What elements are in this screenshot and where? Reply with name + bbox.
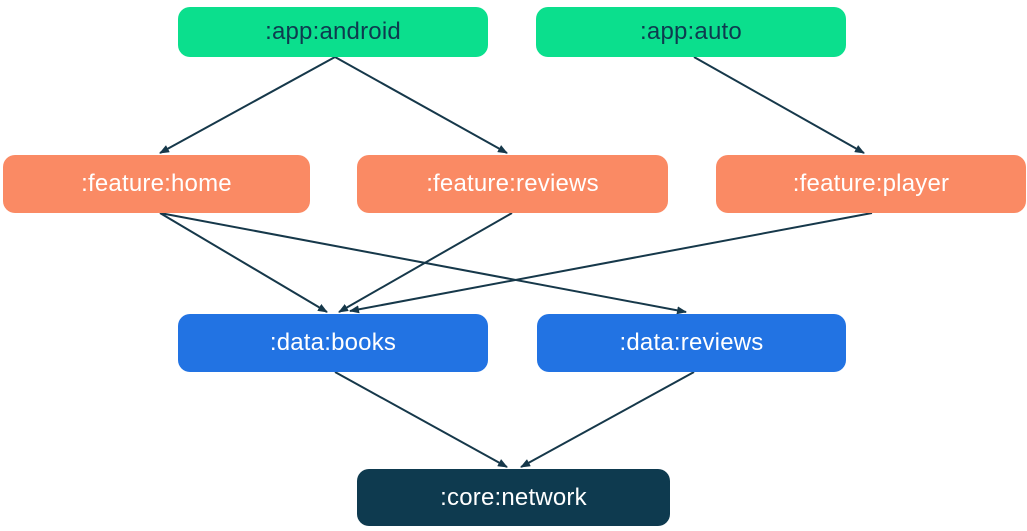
edge-app-android-to-feature-home xyxy=(159,56,336,154)
edge-feature-home-to-data-reviews xyxy=(159,212,687,315)
edge-feature-reviews-to-data-books xyxy=(338,212,513,313)
edge-feature-home-to-data-books xyxy=(159,212,328,313)
node-feature-player: :feature:player xyxy=(716,155,1026,213)
edge-data-reviews-to-core-network xyxy=(520,371,695,468)
node-app-auto: :app:auto xyxy=(536,7,846,57)
node-data-books: :data:books xyxy=(178,314,488,372)
node-core-network: :core:network xyxy=(357,469,670,526)
node-feature-reviews: :feature:reviews xyxy=(357,155,668,213)
node-data-reviews: :data:reviews xyxy=(537,314,846,372)
edge-app-auto-to-feature-player xyxy=(693,56,865,154)
node-feature-home: :feature:home xyxy=(3,155,310,213)
node-app-android: :app:android xyxy=(178,7,488,57)
edge-feature-player-to-data-books xyxy=(349,212,873,314)
edge-data-books-to-core-network xyxy=(334,371,508,468)
edge-app-android-to-feature-reviews xyxy=(334,56,508,154)
